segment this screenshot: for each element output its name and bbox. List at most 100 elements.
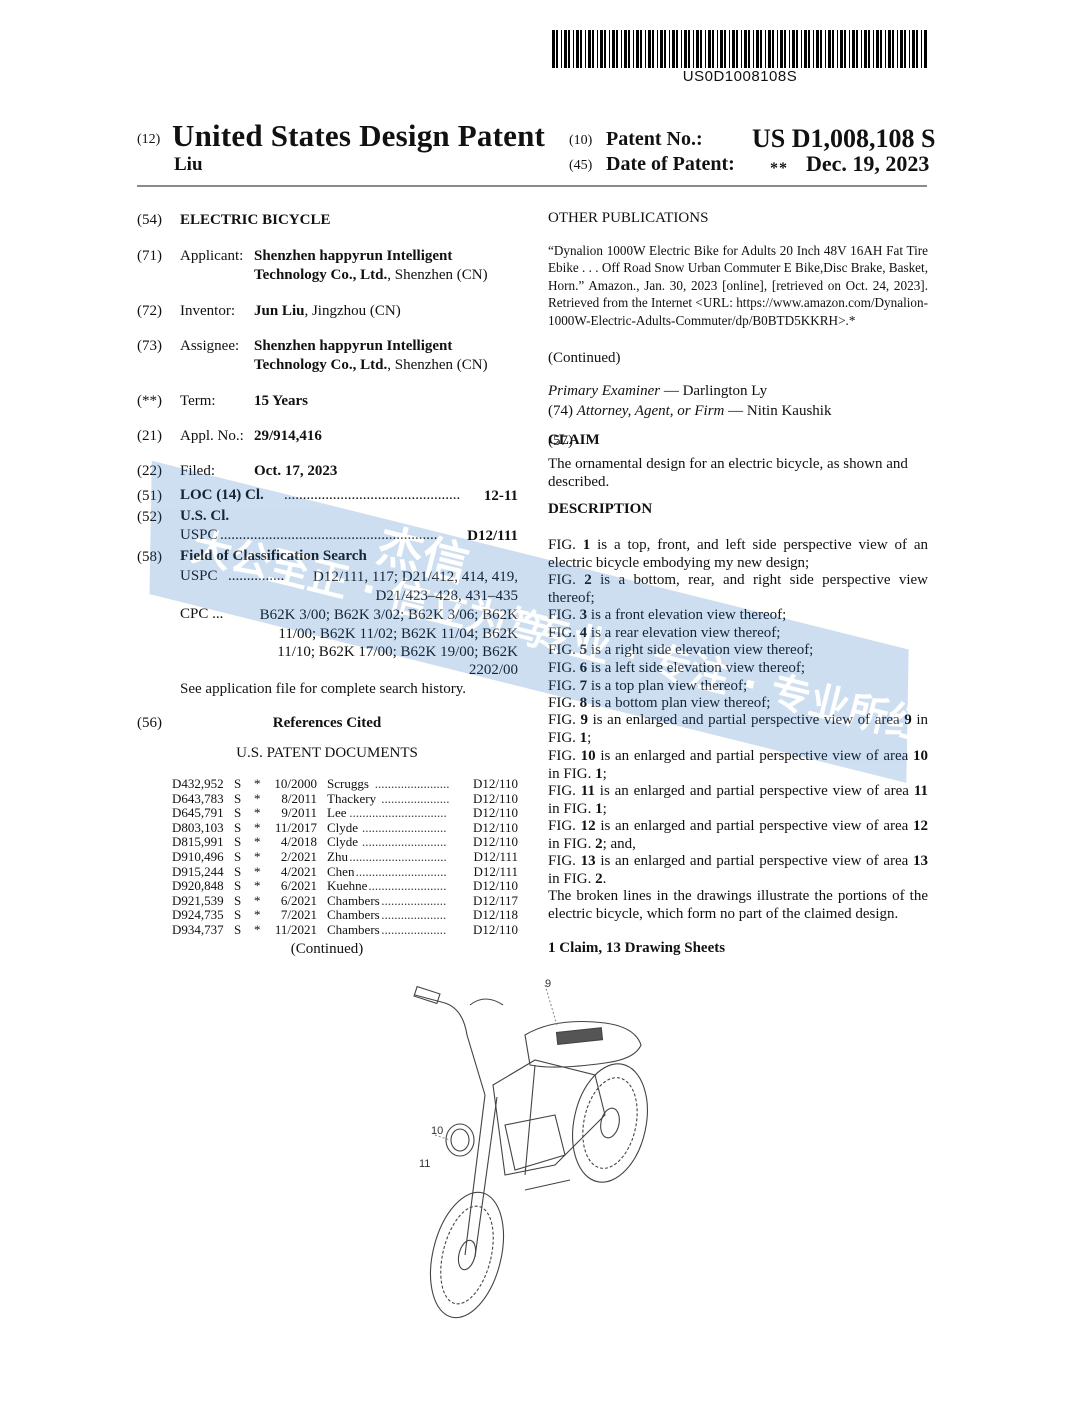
fig-number: 1 — [579, 729, 588, 746]
fig-number: 2 — [584, 572, 592, 588]
reference-kind: S — [234, 922, 242, 937]
reference-inventor: Thackery — [327, 790, 377, 806]
barcode-bar — [712, 30, 714, 68]
attorney-name: — Nitin Kaushik — [724, 403, 832, 419]
barcode-bar — [832, 30, 834, 68]
reference-class: D12/110 — [472, 819, 518, 835]
applicant-label: Applicant: — [180, 248, 244, 264]
fig-text: in FIG. — [548, 800, 596, 817]
primary-examiner-label: Primary Examiner — [548, 383, 661, 399]
inid-code-73: (73) — [137, 338, 162, 354]
barcode-bar — [753, 30, 754, 68]
barcode-bar — [624, 30, 627, 68]
design-title: ELECTRIC BICYCLE — [180, 212, 331, 228]
assignee-name-2: Technology Co., Ltd. — [254, 357, 388, 373]
loc-class-dots: ........................................… — [284, 487, 461, 503]
barcode-bar — [825, 30, 826, 68]
fig-number: 9 — [904, 712, 912, 728]
fig-text: in FIG. — [548, 712, 929, 746]
barcode-bar — [784, 30, 786, 68]
barcode-bar — [621, 30, 622, 68]
barcode-bar — [741, 30, 742, 68]
reference-dots: .............................. — [349, 849, 447, 864]
reference-date: 10/2000 — [274, 776, 317, 791]
reference-number: D934,737 — [172, 922, 224, 937]
reference-date: 4/2021 — [280, 863, 317, 879]
fig-text: FIG. — [548, 853, 581, 869]
reference-kind: S — [234, 907, 242, 923]
fig-description: FIG. 11 is an enlarged and partial persp… — [548, 783, 928, 818]
assignee-label: Assignee: — [180, 338, 240, 354]
inid-code-22: (22) — [137, 463, 162, 479]
appl-no-label: Appl. No.: — [180, 428, 244, 444]
inid-code-21: (21) — [137, 428, 162, 444]
barcode-bar — [672, 30, 675, 68]
reference-inventor: Clyde — [327, 834, 359, 850]
inid-code-74: (74) — [548, 403, 573, 419]
search-uspc-line2: D21/423–428, 431–435 — [375, 588, 519, 604]
reference-inventor: Zhu — [327, 849, 348, 864]
barcode-bar — [708, 30, 711, 68]
battery-body — [492, 1059, 606, 1176]
reference-date: 4/2018 — [280, 834, 317, 850]
fig-text: FIG. — [548, 748, 581, 764]
reference-class: D12/110 — [472, 878, 518, 894]
reference-inventor: Lee — [327, 805, 347, 821]
barcode-bar — [657, 30, 658, 68]
barcode-bar — [897, 30, 898, 68]
reference-dots: .......................... — [362, 819, 447, 835]
fig-number: 10 — [580, 748, 596, 764]
fig-text: ; — [602, 800, 607, 817]
barcode-bar — [688, 30, 690, 68]
header-divider — [137, 185, 927, 187]
reference-class: D12/110 — [472, 776, 518, 791]
reference-examiner-cited: * — [254, 892, 261, 908]
reference-examiner-cited: * — [254, 907, 261, 923]
search-cpc-line3: 11/10; B62K 17/00; B62K 19/00; B62K — [277, 644, 518, 660]
barcode-bar — [636, 30, 639, 68]
barcode-bar — [844, 30, 846, 68]
fig-number: 11 — [913, 783, 928, 799]
fig-text: FIG. — [548, 678, 580, 694]
barcode-bar — [772, 30, 774, 68]
inid-code-10: (10) — [569, 133, 593, 148]
reference-examiner-cited: * — [254, 790, 261, 806]
fig-number: 2 — [595, 835, 603, 852]
reference-number: D920,848 — [172, 878, 224, 894]
headlight — [445, 1123, 475, 1157]
fig-number: 13 — [913, 853, 929, 869]
barcode-bar — [556, 30, 558, 68]
description-title: DESCRIPTION — [548, 501, 653, 517]
barcode-bar — [648, 30, 651, 68]
fig-number: 12 — [913, 818, 929, 834]
claim-title: CLAIM — [548, 432, 600, 448]
search-cpc-label: CPC ... — [180, 606, 224, 622]
fig-number: 12 — [580, 818, 596, 834]
barcode-bar — [864, 30, 867, 68]
fig-text: is a top plan view thereof; — [587, 678, 748, 694]
barcode-bar — [801, 30, 802, 68]
reference-kind: S — [234, 834, 242, 850]
barcode-bar — [840, 30, 843, 68]
reference-inventor: Chambers — [327, 907, 380, 923]
filed-label: Filed: — [180, 463, 216, 479]
barcode-bar — [732, 30, 735, 68]
barcode-bar — [612, 30, 615, 68]
uspc-dots: ........................................… — [220, 527, 438, 543]
search-cpc-line1: B62K 3/00; B62K 3/02; B62K 3/06; B62K — [259, 607, 518, 623]
attorney: (74) Attorney, Agent, or Firm — Nitin Ka… — [548, 403, 928, 421]
fig-text: in FIG. — [548, 765, 596, 782]
fig-text: FIG. — [548, 660, 580, 676]
attorney-label: Attorney, Agent, or Firm — [576, 403, 725, 419]
rear-wheel — [572, 1063, 648, 1183]
fig-number: 7 — [579, 678, 588, 694]
barcode-bar — [700, 30, 702, 68]
reference-inventor: Scruggs — [327, 776, 369, 791]
barcode-bar — [904, 30, 906, 68]
inid-code-term: (**) — [137, 393, 162, 409]
inid-code-56: (56) — [137, 715, 162, 731]
